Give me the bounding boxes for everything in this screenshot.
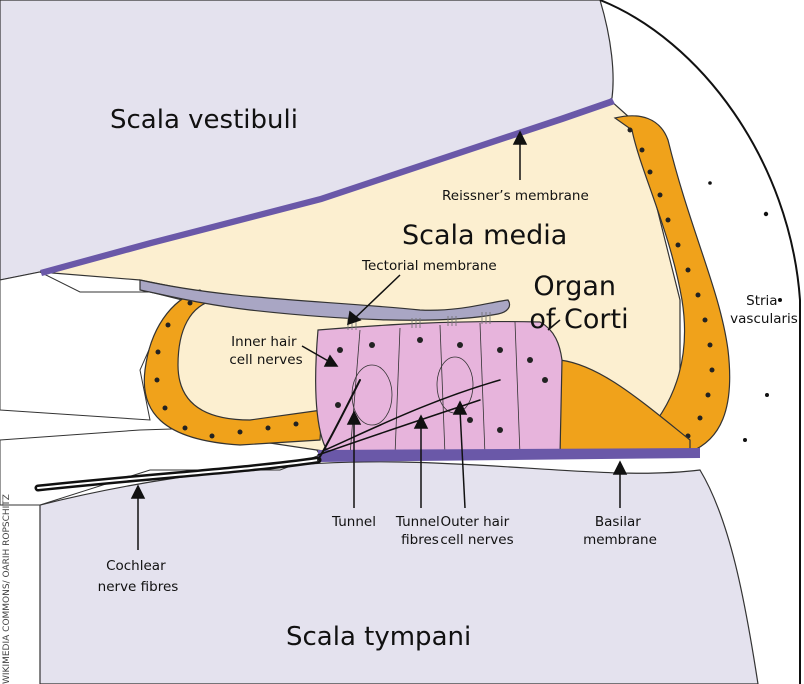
stria-vascularis-label: Stria vascularis — [730, 293, 798, 327]
image-credit: WIKIMEDIA COMMONS/ OARIH ROPSCHITZ — [2, 494, 12, 684]
scala-tympani-label: Scala tympani — [286, 622, 471, 652]
inner-hair-cell-nerves-line1: Inner hair — [231, 334, 297, 350]
basilar-membrane — [318, 448, 700, 462]
reissners-membrane-label: Reissner’s membrane — [442, 188, 589, 204]
inner-hair-cell-nerves-line2: cell nerves — [229, 352, 302, 368]
stria-vascularis-line1: Stria — [746, 293, 777, 309]
tectorial-membrane-label: Tectorial membrane — [361, 258, 497, 274]
outer-hair-cell-nerves-line1: Outer hair — [440, 514, 509, 530]
scala-media-label: Scala media — [402, 220, 567, 251]
tunnel-fibres-line1: Tunnel — [395, 514, 440, 530]
cochlear-nerve-fibres-line2: nerve fibres — [98, 579, 179, 595]
basilar-membrane-line1: Basilar — [595, 514, 641, 530]
organ-of-corti-line1: Organ — [533, 271, 616, 302]
stria-vascularis-line2: vascularis — [730, 311, 798, 327]
scala-vestibuli-label: Scala vestibuli — [110, 105, 298, 135]
tunnel-label: Tunnel — [331, 514, 376, 530]
outer-hair-cell-nerves-line2: cell nerves — [440, 532, 513, 548]
basilar-membrane-line2: membrane — [583, 532, 657, 548]
organ-of-corti-line2: of Corti — [529, 304, 628, 335]
cochlear-nerve-fibres-line1: Cochlear — [106, 558, 166, 574]
tunnel-fibres-line2: fibres — [401, 532, 439, 548]
